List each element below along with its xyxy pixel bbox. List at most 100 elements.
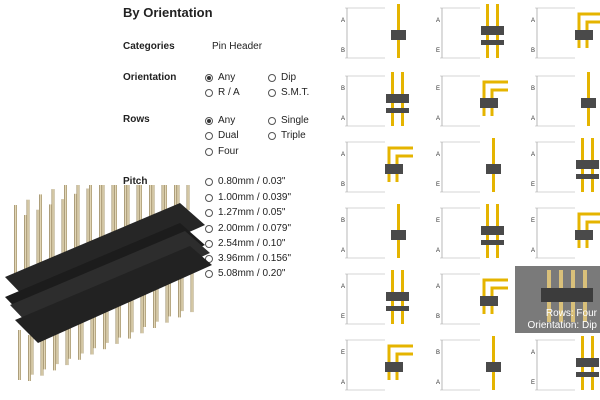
radio-icon[interactable] bbox=[205, 193, 213, 202]
pin bbox=[176, 185, 180, 207]
pin bbox=[30, 324, 34, 375]
pin bbox=[101, 185, 105, 238]
pin bbox=[89, 185, 92, 244]
pin bbox=[186, 185, 190, 211]
pin bbox=[115, 297, 119, 344]
dim-label: B bbox=[341, 218, 345, 224]
pin bbox=[39, 194, 42, 265]
orientation-option-dip[interactable]: Dip bbox=[268, 72, 296, 83]
dimension-drawing[interactable]: AE bbox=[531, 336, 599, 391]
radio-icon[interactable] bbox=[205, 224, 213, 233]
radio-icon[interactable] bbox=[205, 239, 213, 248]
dimension-drawing[interactable]: BA bbox=[436, 336, 501, 391]
rows-option-triple[interactable]: Triple bbox=[268, 130, 306, 141]
radio-icon[interactable] bbox=[268, 116, 276, 125]
pin bbox=[86, 188, 90, 253]
pin bbox=[164, 185, 167, 212]
dim-label: E bbox=[341, 314, 345, 320]
option-label: Four bbox=[218, 146, 239, 157]
orientation-option-ra[interactable]: R / A bbox=[205, 87, 240, 98]
pin bbox=[55, 314, 59, 365]
categories-label: Categories bbox=[123, 41, 175, 52]
orientation-label: Orientation bbox=[123, 72, 177, 83]
pin bbox=[99, 185, 102, 248]
option-label: Single bbox=[281, 115, 309, 126]
dim-label: A bbox=[436, 18, 440, 24]
categories-value: Pin Header bbox=[212, 41, 263, 52]
rows-option-four[interactable]: Four bbox=[205, 146, 239, 157]
dimension-drawing[interactable]: EA bbox=[341, 339, 413, 391]
pin bbox=[190, 266, 194, 313]
radio-icon[interactable] bbox=[268, 131, 276, 140]
dimension-drawing[interactable]: BA bbox=[341, 204, 406, 259]
orientation-option-any[interactable]: Any bbox=[205, 72, 235, 83]
highlight-orientation-caption: Orientation: Dip bbox=[528, 320, 598, 331]
dimension-drawing[interactable]: EA bbox=[436, 75, 508, 127]
dimension-drawing[interactable]: AB bbox=[436, 273, 508, 325]
dim-label: A bbox=[531, 248, 535, 254]
pin bbox=[124, 185, 127, 237]
option-label: Dual bbox=[218, 130, 239, 141]
pin bbox=[105, 292, 109, 343]
radio-icon[interactable] bbox=[205, 88, 213, 97]
pin bbox=[118, 287, 121, 338]
pin-header-photo bbox=[5, 185, 212, 381]
option-label: 1.00mm / 0.039" bbox=[218, 192, 292, 203]
dim-label: A bbox=[531, 116, 535, 122]
dimension-drawing[interactable]: AB bbox=[531, 7, 600, 59]
pin bbox=[165, 276, 169, 323]
dim-label: B bbox=[341, 48, 345, 54]
dim-label: E bbox=[436, 48, 440, 54]
radio-icon[interactable] bbox=[268, 88, 276, 97]
pitch-option[interactable]: 1.00mm / 0.039" bbox=[205, 192, 291, 203]
pin bbox=[143, 277, 146, 327]
rows-option-dual[interactable]: Dual bbox=[205, 130, 239, 141]
radio-checked-icon[interactable] bbox=[205, 73, 213, 82]
pitch-option[interactable]: 2.00mm / 0.079" bbox=[205, 223, 291, 234]
radio-icon[interactable] bbox=[205, 208, 213, 217]
dimension-drawing[interactable]: EA bbox=[531, 207, 600, 259]
rows-option-any[interactable]: Any bbox=[205, 115, 235, 126]
dimension-drawing[interactable]: AE bbox=[341, 270, 409, 325]
radio-icon[interactable] bbox=[205, 131, 213, 140]
pin bbox=[149, 185, 152, 226]
pin bbox=[64, 185, 67, 254]
radio-icon[interactable] bbox=[205, 147, 213, 156]
highlight-cell[interactable]: Rows: Four Orientation: Dip bbox=[515, 266, 600, 333]
option-label: 1.27mm / 0.05" bbox=[218, 207, 286, 218]
dimension-drawing[interactable]: EA bbox=[436, 204, 504, 259]
dim-label: E bbox=[341, 350, 345, 356]
dimension-drawing[interactable]: AB bbox=[341, 4, 406, 59]
pin bbox=[80, 303, 84, 354]
radio-icon[interactable] bbox=[205, 254, 213, 263]
dim-label: A bbox=[341, 380, 345, 386]
pin bbox=[130, 282, 134, 333]
radio-icon[interactable] bbox=[205, 177, 213, 186]
dimension-drawing[interactable]: AE bbox=[531, 138, 599, 193]
pin bbox=[78, 313, 81, 360]
pin bbox=[43, 319, 46, 370]
pin bbox=[103, 303, 106, 350]
pitch-option[interactable]: 3.96mm / 0.156" bbox=[205, 253, 291, 264]
radio-icon[interactable] bbox=[268, 73, 276, 82]
page-title: By Orientation bbox=[123, 5, 213, 20]
pitch-option[interactable]: 1.27mm / 0.05" bbox=[205, 207, 285, 218]
dim-label: A bbox=[436, 152, 440, 158]
dimension-drawing[interactable]: AB bbox=[341, 141, 413, 193]
option-label: 3.96mm / 0.156" bbox=[218, 253, 292, 264]
dim-label: A bbox=[436, 380, 440, 386]
pitch-option[interactable]: 5.08mm / 0.20" bbox=[205, 268, 285, 279]
radio-checked-icon[interactable] bbox=[205, 116, 213, 125]
dim-label: A bbox=[531, 152, 535, 158]
pin bbox=[76, 185, 80, 249]
pin bbox=[178, 271, 181, 318]
dimension-drawing[interactable]: BA bbox=[531, 72, 596, 127]
pitch-option[interactable]: 2.54mm / 0.10" bbox=[205, 238, 285, 249]
dimension-drawing[interactable]: BA bbox=[341, 72, 409, 127]
pitch-option[interactable]: 0.80mm / 0.03" bbox=[205, 176, 285, 187]
orientation-option-smt[interactable]: S.M.T. bbox=[268, 87, 309, 98]
rows-option-single[interactable]: Single bbox=[268, 115, 309, 126]
radio-icon[interactable] bbox=[205, 269, 213, 278]
dimension-drawing[interactable]: AE bbox=[436, 4, 504, 59]
dimension-drawing[interactable]: AE bbox=[436, 138, 501, 193]
